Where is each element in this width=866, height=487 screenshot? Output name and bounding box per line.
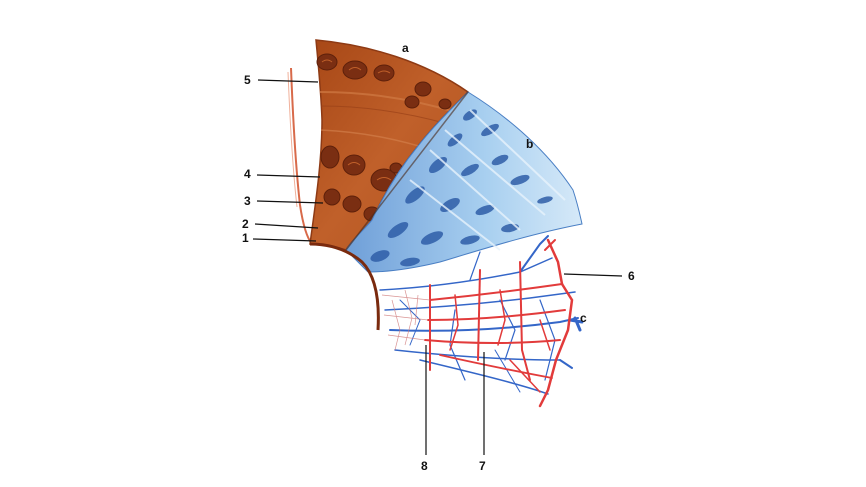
leader-line-6 (563, 273, 623, 277)
inner-edge (309, 242, 380, 331)
layer-boundary (345, 91, 469, 251)
label-2: 2 (242, 217, 249, 231)
artery-network (424, 238, 574, 408)
label-6: 6 (628, 269, 635, 283)
leader-line-5 (257, 79, 319, 83)
leader-line-4 (256, 174, 321, 178)
capillary-network (381, 289, 431, 351)
label-b: b (526, 137, 533, 151)
leader-line-2 (254, 223, 319, 229)
label-3: 3 (244, 194, 251, 208)
side-vessel-edge (287, 71, 298, 208)
leader-lines (252, 79, 623, 455)
layer-a-cells (316, 53, 452, 222)
label-a: a (402, 41, 409, 55)
layer-a-band (320, 105, 449, 125)
layer-b-streaks (409, 109, 566, 251)
side-vessel (290, 67, 313, 245)
layer-a-cell-marks (321, 59, 392, 181)
label-1: 1 (242, 231, 249, 245)
label-7: 7 (479, 459, 486, 473)
label-8: 8 (421, 459, 428, 473)
label-c: c (580, 311, 587, 325)
label-5: 5 (244, 73, 251, 87)
leader-line-1 (252, 238, 317, 242)
label-4: 4 (244, 167, 251, 181)
leader-line-3 (256, 200, 324, 204)
